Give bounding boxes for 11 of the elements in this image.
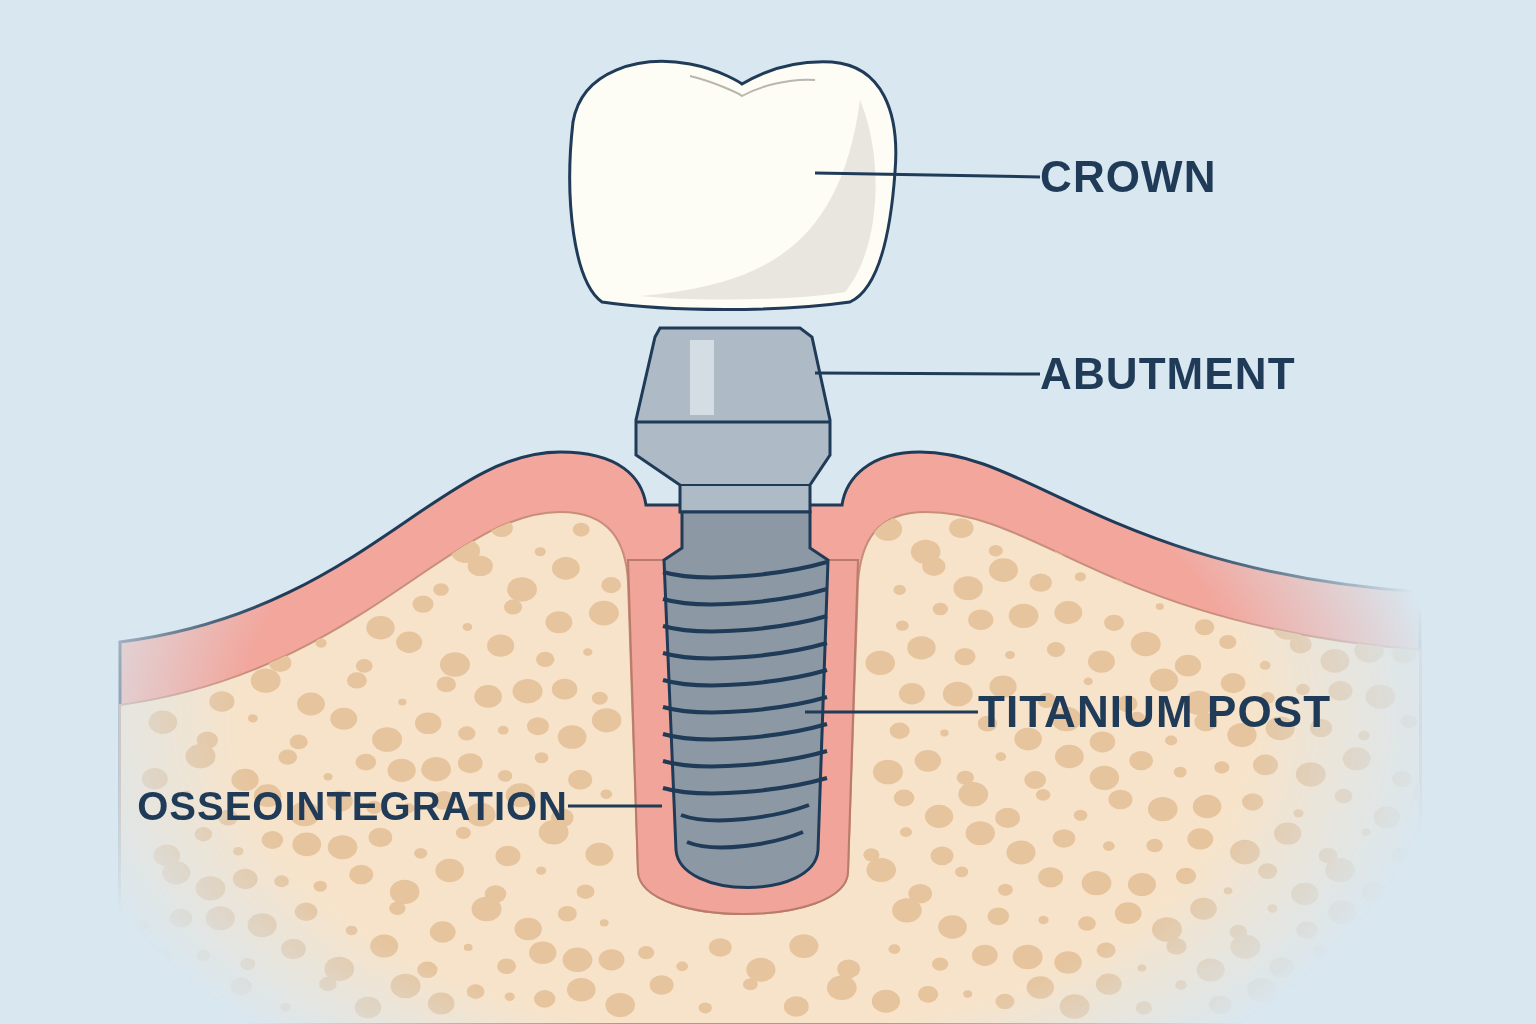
part-label: CROWN [1040, 152, 1217, 201]
leader-line [568, 804, 662, 808]
titanium-post-drawing [662, 510, 830, 889]
leader-line [814, 171, 1041, 179]
abutment-drawing [634, 326, 832, 514]
part-label: OSSEOINTEGRATION [137, 784, 568, 828]
leader-line [805, 710, 978, 714]
part-label: TITANIUM POST [978, 687, 1332, 736]
crown-drawing [568, 60, 898, 311]
part-label: ABUTMENT [1040, 349, 1296, 398]
leader-line [815, 371, 1040, 376]
